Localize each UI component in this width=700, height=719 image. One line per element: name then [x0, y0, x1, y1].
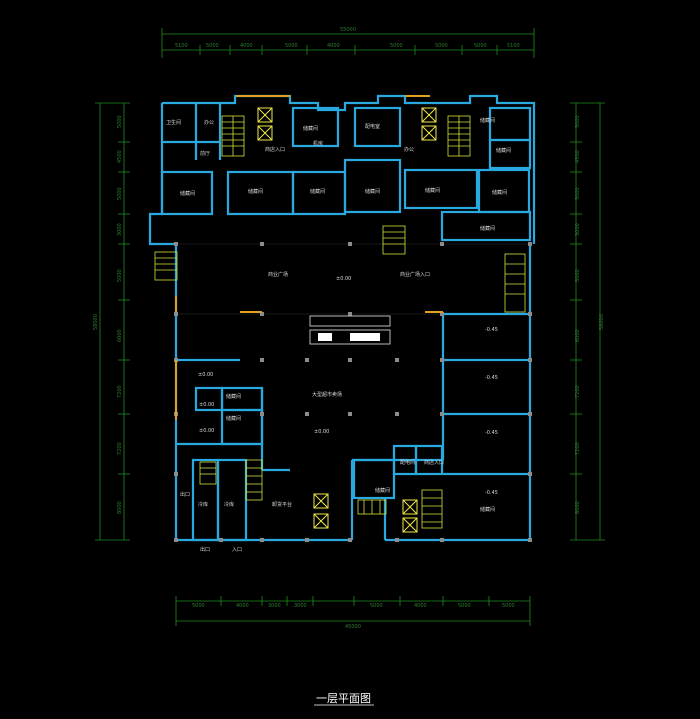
room-label: 出口	[180, 491, 190, 498]
dim-bottom-7: 5000	[458, 603, 471, 609]
dim-bottom-3: 3000	[268, 603, 281, 609]
room-label: 储藏间	[303, 125, 318, 132]
elevators	[257, 107, 437, 533]
room-label: 储藏间	[365, 188, 380, 195]
dim-right-total: 58000	[599, 314, 605, 330]
room-label: 入口	[232, 547, 242, 553]
dim-top-total: 55000	[340, 27, 356, 33]
dim-right-4: 3000	[575, 223, 581, 236]
dim-bottom-8: 5000	[502, 603, 515, 609]
dim-top-9: 5100	[507, 43, 520, 49]
dim-left-1: 5000	[117, 115, 123, 128]
room-label: -0.45	[485, 430, 498, 436]
room-label: 前厅	[200, 150, 210, 157]
dim-top-1: 5100	[175, 43, 188, 49]
dim-left-9: 8000	[117, 501, 123, 514]
dim-top-8: 5000	[474, 43, 487, 49]
dim-bottom-total: 45000	[345, 624, 361, 630]
dim-top-2: 5000	[206, 43, 219, 49]
dim-top-5: 4000	[327, 43, 340, 49]
room-label: 储藏间	[226, 393, 241, 400]
dim-right-3: 5000	[575, 187, 581, 200]
room-label: 配电室	[365, 123, 380, 130]
dim-right-5: 5000	[575, 269, 581, 282]
room-label: ±0.00	[314, 429, 329, 435]
dim-left-5: 5000	[117, 269, 123, 282]
room-label: 配电间	[400, 459, 415, 466]
room-label: 商业广场	[268, 271, 288, 278]
dim-top-3: 4000	[240, 43, 253, 49]
dim-left-7: 7200	[117, 385, 123, 398]
room-label: -0.45	[485, 375, 498, 381]
room-label: ±0.00	[199, 428, 214, 434]
room-label: 冷库	[198, 501, 208, 508]
dim-left-3: 5000	[117, 187, 123, 200]
room-label: 储藏间	[480, 117, 495, 124]
room-label: 储藏间	[480, 225, 495, 232]
room-label: 卸货平台	[272, 501, 292, 508]
room-label: 办公	[204, 119, 214, 126]
dim-right-8: 7200	[575, 442, 581, 455]
dim-top-6: 5000	[390, 43, 403, 49]
dim-bottom-2: 4000	[236, 603, 249, 609]
room-label: ±0.00	[199, 402, 214, 408]
dim-right-6: 6000	[575, 329, 581, 342]
room-labels: 办公 前厅 储藏间 储藏间 配电室 机房 商店入口 办公 储藏间 储藏间 储藏间…	[166, 117, 511, 553]
dim-bottom-4: 3000	[294, 603, 307, 609]
dim-right-2: 4500	[575, 150, 581, 163]
central-ramp	[309, 315, 391, 345]
room-label: 大型超市卖场	[312, 391, 342, 398]
drawing-title: 一层平面图	[316, 692, 371, 705]
room-label: 储藏间	[496, 147, 511, 154]
dim-bottom-6: 4000	[414, 603, 427, 609]
room-label: ±0.00	[198, 372, 213, 378]
dim-right-7: 7200	[575, 385, 581, 398]
room-label: 商业广场入口	[400, 271, 430, 278]
walls	[148, 94, 536, 542]
dim-bottom-1: 5000	[192, 603, 205, 609]
room-label: 储藏间	[492, 189, 507, 196]
room-label: 卫生间	[166, 119, 181, 126]
dim-right-1: 5000	[575, 115, 581, 128]
room-label: -0.45	[485, 327, 498, 333]
room-label: 机房	[313, 140, 323, 147]
room-label: 储藏间	[248, 188, 263, 195]
room-label: 冷库	[224, 501, 234, 508]
room-label: 办公	[404, 146, 414, 153]
room-label: 出口	[200, 546, 210, 553]
stairs	[154, 115, 526, 529]
dim-top-4: 5000	[285, 43, 298, 49]
room-label: 储藏间	[425, 187, 440, 194]
dim-left-4: 3000	[117, 223, 123, 236]
room-label: 储藏间	[375, 487, 390, 494]
room-label: 商店入口	[424, 459, 444, 466]
dim-right-9: 8000	[575, 501, 581, 514]
axis-grid	[176, 243, 530, 315]
dim-left-8: 7200	[117, 442, 123, 455]
doors	[175, 95, 443, 420]
room-label: 储藏间	[180, 190, 195, 197]
room-label: 储藏间	[480, 506, 495, 513]
dim-top-7: 5000	[435, 43, 448, 49]
dim-bottom-5: 5000	[370, 603, 383, 609]
room-label: 储藏间	[310, 188, 325, 195]
room-label: 商店入口	[265, 146, 285, 153]
room-label: 储藏间	[226, 415, 241, 422]
dimension-texts: 55000 5100 5000 4000 5000 4000 5000 5000…	[93, 27, 605, 630]
dim-left-total: 58000	[93, 314, 99, 330]
room-label: ±0.00	[336, 276, 351, 282]
dim-left-6: 6000	[117, 329, 123, 342]
room-label: -0.45	[485, 490, 498, 496]
dimension-lines	[95, 28, 605, 626]
dim-left-2: 4500	[117, 150, 123, 163]
